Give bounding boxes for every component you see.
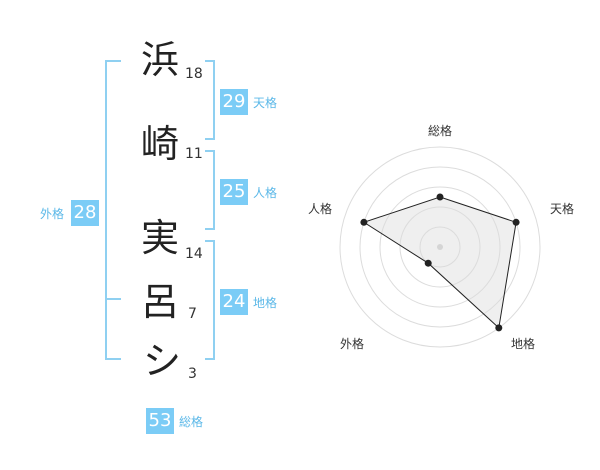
gai-badge: 28	[71, 200, 99, 226]
radar-center-dot	[437, 244, 443, 250]
outer-bracket-top	[105, 60, 121, 62]
radar-axis-label-gai: 外格	[340, 337, 365, 351]
radar-axis-label-jin: 人格	[308, 202, 333, 216]
name-char-3: 実	[141, 216, 180, 260]
radar-point-2	[512, 218, 520, 226]
jin-badge: 25	[220, 179, 248, 205]
name-char-2-strokes: 11	[185, 146, 203, 162]
ten-badge: 29	[220, 89, 248, 115]
ten-label: 天格	[253, 96, 278, 110]
ten-bracket-vertical	[213, 60, 215, 140]
ten-bracket-top	[205, 60, 215, 62]
name-char-4-strokes: 7	[188, 306, 197, 322]
so-badge: 53	[146, 408, 174, 434]
name-char-5: シ	[143, 339, 182, 383]
ten-bracket-bottom	[205, 138, 215, 140]
jin-bracket-top	[205, 150, 215, 152]
so-label: 総格	[179, 415, 204, 429]
name-char-2: 崎	[141, 122, 180, 166]
radar-ring	[339, 146, 541, 348]
chi-badge: 24	[220, 289, 248, 315]
name-char-3-strokes: 14	[185, 246, 203, 262]
name-char-1-strokes: 18	[185, 66, 203, 82]
outer-bracket-vertical	[105, 60, 107, 360]
gai-label: 外格	[40, 207, 65, 221]
radar-ring	[399, 206, 481, 288]
jin-bracket-vertical	[213, 150, 215, 230]
radar-points	[360, 193, 520, 332]
chi-bracket-top	[205, 240, 215, 242]
radar-axis-label-chi: 地格	[511, 337, 536, 351]
name-char-4: 呂	[141, 280, 180, 324]
jin-bracket-bottom	[205, 228, 215, 230]
radar-point-1	[436, 193, 444, 201]
chi-bracket-bottom	[205, 358, 215, 360]
radar-axis-label-ten: 天格	[550, 202, 575, 216]
chi-label: 地格	[253, 296, 278, 310]
chi-bracket-vertical	[213, 240, 215, 360]
radar-ring	[359, 166, 521, 328]
name-char-5-strokes: 3	[188, 366, 197, 382]
name-char-1: 浜	[141, 38, 180, 82]
radar-axis-label-so: 総格	[428, 124, 453, 138]
radar-point-5	[360, 218, 368, 226]
outer-bracket-bottom	[105, 358, 121, 360]
radar-rings	[339, 146, 541, 348]
radar-point-4	[424, 259, 432, 267]
radar-ring	[419, 226, 461, 268]
outer-bracket-divider	[105, 298, 121, 300]
radar-point-3	[495, 324, 503, 332]
radar-ring	[379, 186, 501, 308]
jin-label: 人格	[253, 186, 278, 200]
radar-series-area	[362, 196, 517, 329]
